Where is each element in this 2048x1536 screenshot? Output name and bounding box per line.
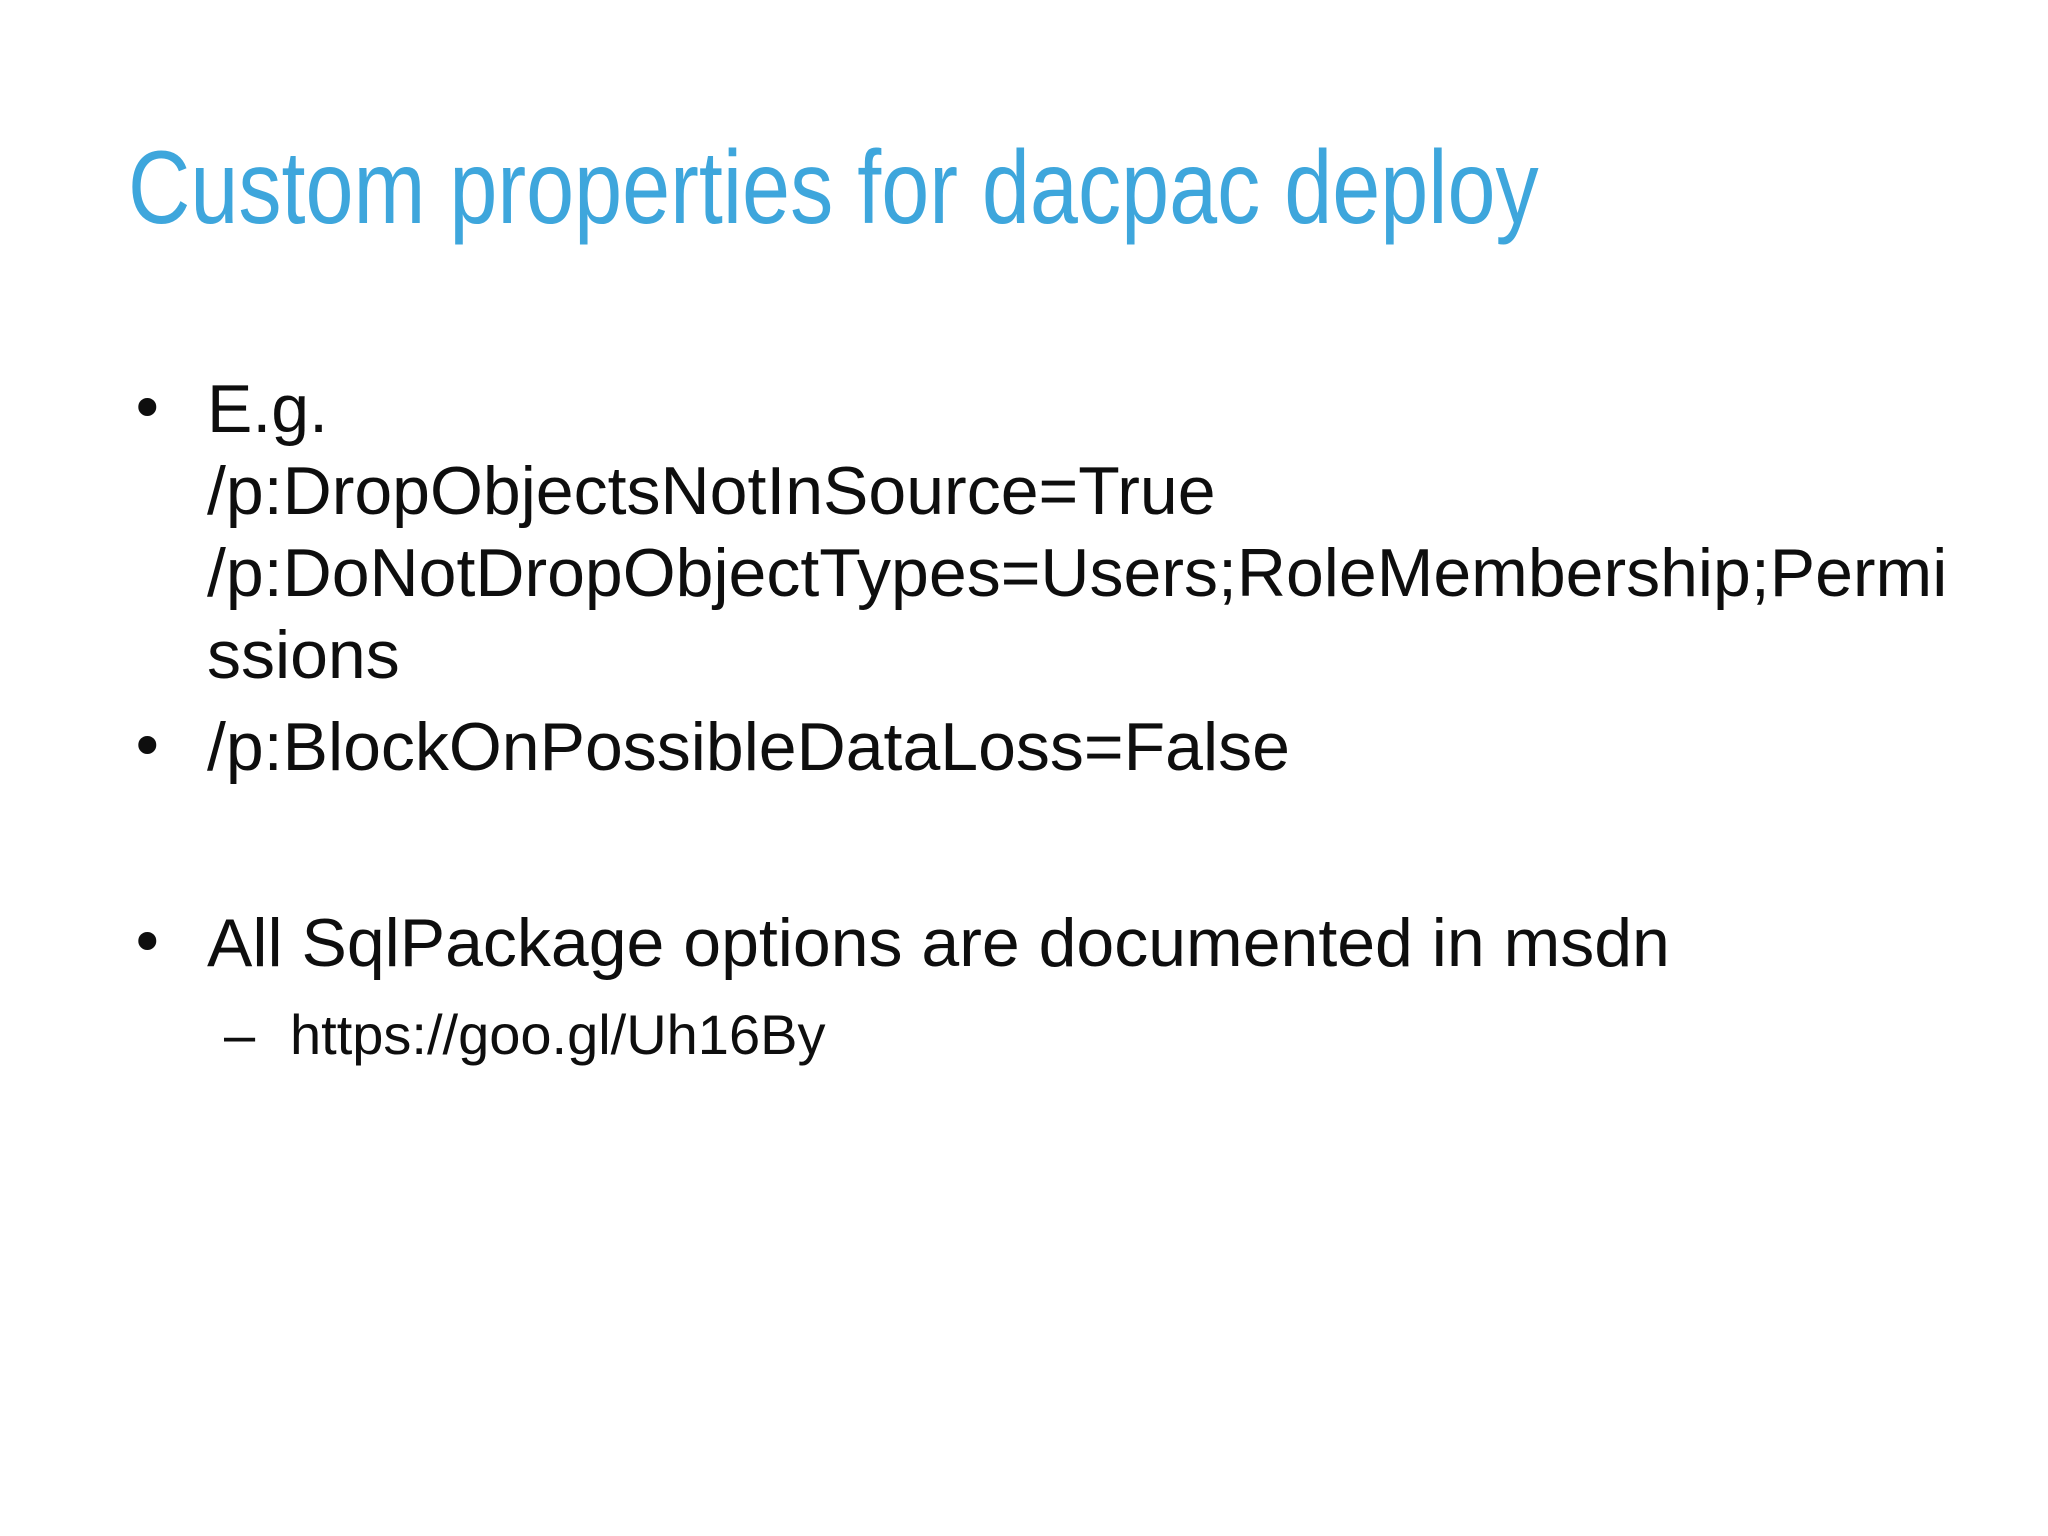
sub-bullet-item-docs-link: – https://goo.gl/Uh16By: [129, 1000, 1969, 1070]
docs-link-text[interactable]: https://goo.gl/Uh16By: [290, 1003, 826, 1066]
bullet-text-sqlpackage-docs: All SqlPackage options are documented in…: [207, 905, 1670, 981]
bullet-item-block-on-data-loss: • /p:BlockOnPossibleDataLoss=False: [129, 706, 1969, 788]
bullet-item-sqlpackage-docs: • All SqlPackage options are documented …: [129, 902, 1969, 984]
bullet-item-example-properties: • E.g. /p:DropObjectsNotInSource=True /p…: [129, 368, 1969, 696]
bullet-icon: •: [129, 906, 166, 979]
bullet-icon: •: [129, 372, 166, 445]
bullet-text-block-on-data-loss: /p:BlockOnPossibleDataLoss=False: [207, 709, 1290, 785]
bullet-text-example-properties: E.g. /p:DropObjectsNotInSource=True /p:D…: [207, 371, 1948, 693]
page-title: Custom properties for dacpac deploy: [128, 130, 1539, 246]
bullet-icon: •: [129, 710, 166, 783]
bullet-list: • E.g. /p:DropObjectsNotInSource=True /p…: [129, 368, 1969, 1070]
dash-icon: –: [224, 1003, 256, 1066]
